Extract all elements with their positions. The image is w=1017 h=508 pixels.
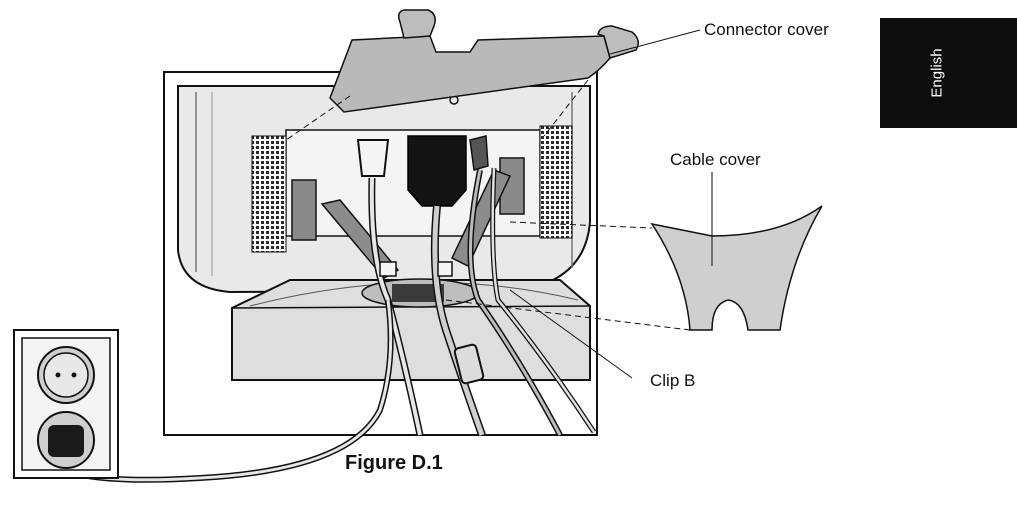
- language-tab: English: [880, 18, 1017, 128]
- dashed-guides: [285, 79, 691, 331]
- leader-lines: [509, 29, 713, 379]
- figure-caption: Figure D.1: [345, 452, 443, 474]
- clip-b-label: Clip B: [650, 371, 696, 390]
- connector-cover-part: [329, 9, 639, 113]
- cables-and-plugs: [57, 135, 597, 483]
- language-tab-label: English: [928, 48, 946, 98]
- monitor-stand-base: [231, 278, 591, 381]
- wall-outlet: [13, 329, 119, 479]
- connector-cover-label: Connector cover: [704, 20, 829, 39]
- cable-cover-label: Cable cover: [670, 150, 761, 169]
- cable-cover-part: [650, 205, 823, 331]
